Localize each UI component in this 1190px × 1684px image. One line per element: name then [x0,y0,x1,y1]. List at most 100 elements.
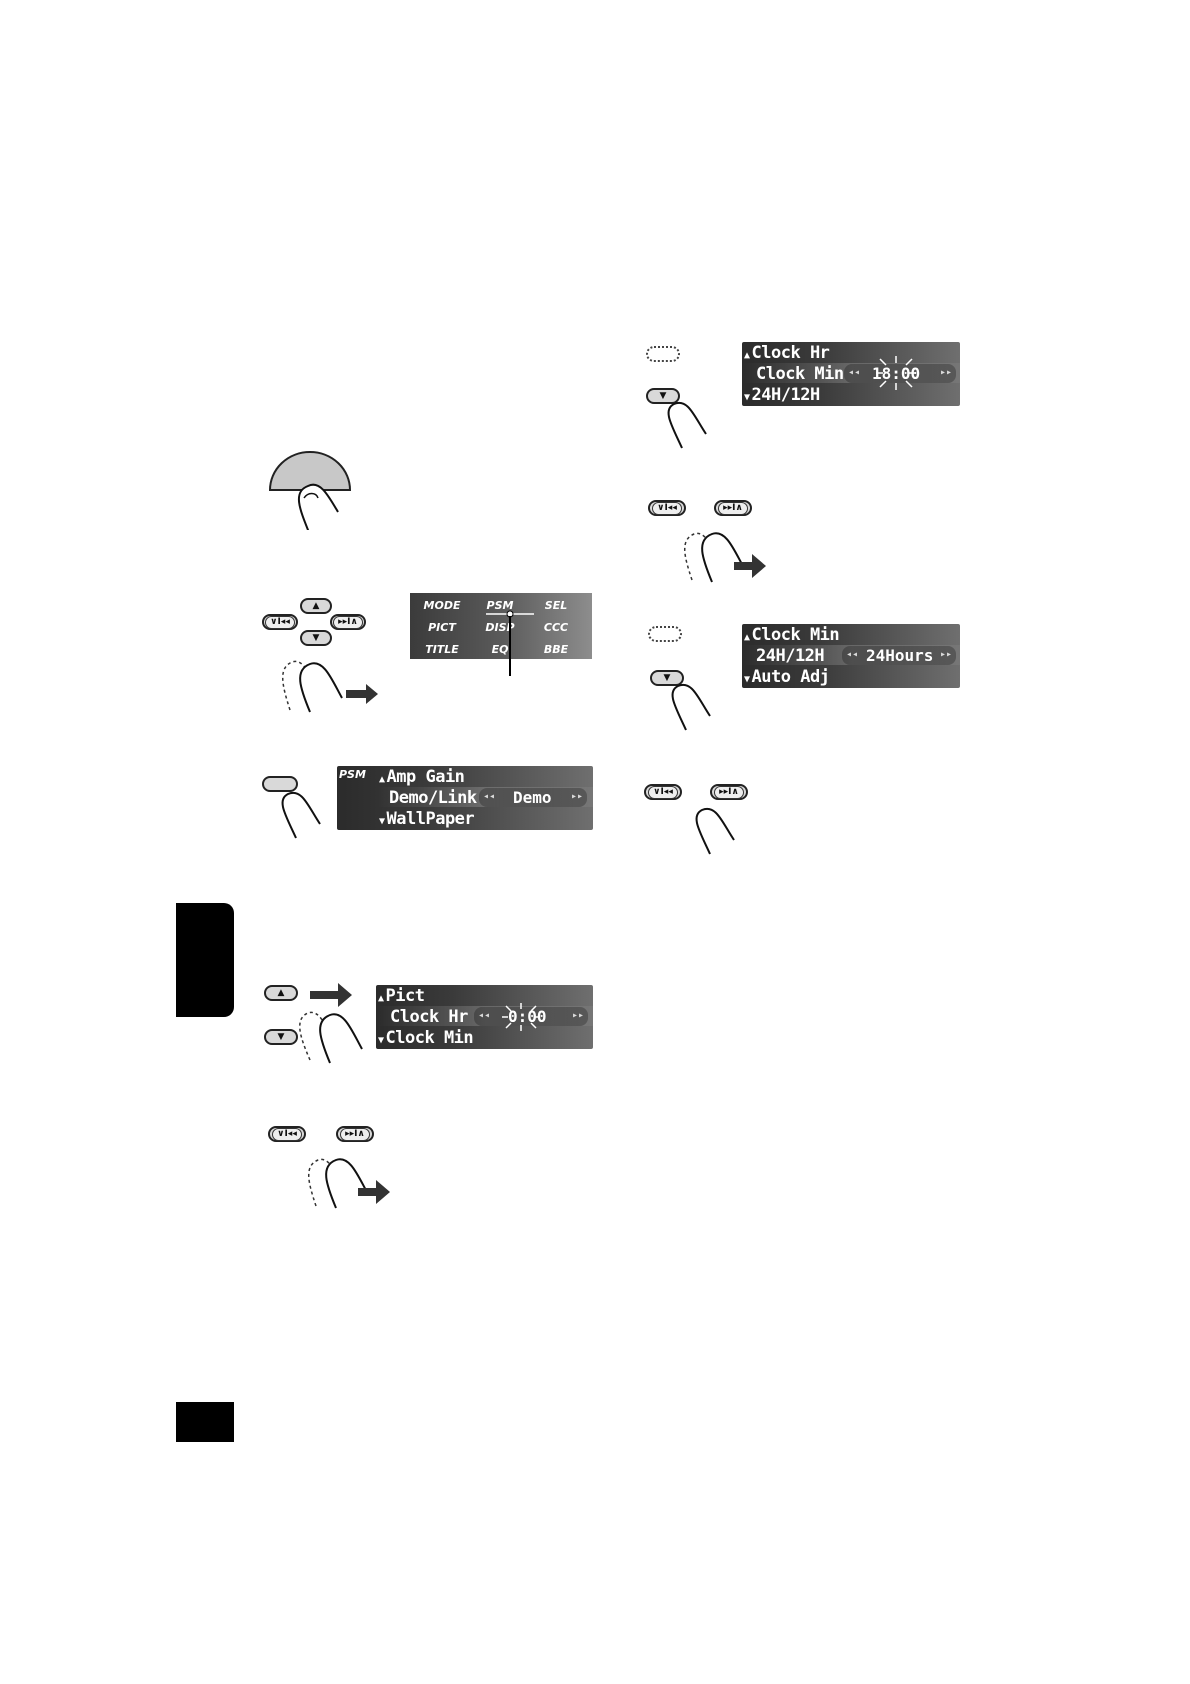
clock-hr-row-top: ▲Pict [378,986,425,1006]
next-button-3[interactable]: ▸▸I∧ [714,500,752,516]
menu-cell-psm: PSM [486,599,514,612]
clock-min-value-box: ◂◂ 18:00 ▸▸ [844,364,956,383]
clock-min-row-top: ▲Clock Hr [744,343,830,363]
hours-row-top: ▲Clock Min [744,625,840,645]
clock-min-display: ▲Clock Hr Clock Min ◂◂ 18:00 ▸▸ ▼24H/12H [742,342,960,406]
prev-button-2[interactable]: ∨I◂◂ [268,1126,306,1142]
finger-swipe-right-icon [282,660,378,713]
down-button[interactable]: ▼ [300,630,332,646]
finger-swipe-right-icon [684,532,766,583]
skip-forward-icon: ▸▸ [939,367,952,378]
prev-icon: ∨I◂◂ [265,615,295,629]
down-button-2[interactable]: ▼ [264,1029,298,1045]
up-arrow-icon: ▲ [277,988,285,998]
menu-cell-title: TITLE [425,643,459,656]
clock-min-row-mid: Clock Min [756,364,844,384]
clock-hr-display: ▲Pict Clock Hr ◂◂ 0:00 ▸▸ ▼Clock Min [376,985,593,1049]
finger-press-icon [281,791,321,839]
clock-hr-row-mid: Clock Hr [390,1007,468,1027]
prev-icon: ∨I◂◂ [272,1127,302,1141]
menu-cell-sel: SEL [544,599,568,612]
down-arrow-icon: ▼ [312,633,320,643]
next-button-4[interactable]: ▸▸I∧ [710,784,748,800]
next-icon: ▸▸I∧ [718,501,748,515]
skip-back-icon: ◂◂ [848,367,861,378]
psm-value: Demo [513,788,552,807]
up-triangle-icon: ▲ [379,774,385,785]
menu-cell-mode: MODE [423,599,461,612]
up-arrow-icon: ▲ [312,601,320,611]
psm-tag: PSM [339,768,366,781]
skip-forward-icon: ▸▸ [570,791,583,802]
skip-forward-icon: ▸▸ [939,649,952,660]
clock-hr-value-box: ◂◂ 0:00 ▸▸ [474,1007,588,1026]
up-button-inactive [646,346,680,362]
down-arrow-icon: ▼ [277,1032,285,1042]
menu-cell-pict: PICT [428,621,456,634]
hours-display: ▲Clock Min 24H/12H ◂◂ 24Hours ▸▸ ▼Auto A… [742,624,960,688]
finger-scroll-icon [299,983,363,1064]
psm-select-button[interactable] [262,776,298,792]
prev-icon: ∨I◂◂ [648,785,678,799]
prev-button-3[interactable]: ∨I◂◂ [648,500,686,516]
menu-cell-disp: DISP [485,621,515,634]
down-arrow-icon: ▼ [663,673,671,683]
up-button[interactable]: ▲ [300,598,332,614]
hours-value: 24Hours [866,646,934,665]
hours-row-bot: ▼Auto Adj [744,667,830,687]
hours-value-box: ◂◂ 24Hours ▸▸ [842,646,956,665]
finger-press-icon [695,807,735,855]
highlight-bar [742,645,960,665]
next-icon: ▸▸I∧ [714,785,744,799]
highlight-bar [377,787,593,807]
next-button[interactable]: ▸▸I∧ [330,614,366,630]
skip-back-icon: ◂◂ [478,1010,491,1021]
up-triangle-icon: ▲ [744,350,750,361]
clock-hr-row-bot: ▼Clock Min [378,1028,474,1048]
down-button-3[interactable]: ▼ [646,388,680,404]
up-button-inactive-2 [648,626,682,642]
skip-back-icon: ◂◂ [846,649,859,660]
skip-back-icon: ◂◂ [483,791,496,802]
clock-min-value: 18:00 [872,364,921,383]
psm-value-box: ◂◂ Demo ▸▸ [479,788,587,807]
down-triangle-icon: ▼ [379,816,385,827]
highlight-bar [742,363,960,383]
prev-button[interactable]: ∨I◂◂ [262,614,298,630]
blink-burst-icon [876,356,916,390]
prev-icon: ∨I◂◂ [652,501,682,515]
hours-row-mid: 24H/12H [756,646,825,666]
page-number-box [176,1402,234,1442]
cursor-pointer-line [486,610,534,676]
down-triangle-icon: ▼ [744,392,750,403]
down-button-4[interactable]: ▼ [650,670,684,686]
side-section-tab [176,903,234,1017]
next-icon: ▸▸I∧ [340,1127,370,1141]
down-triangle-icon: ▼ [744,674,750,685]
psm-row-top: ▲Amp Gain [379,767,465,787]
up-button-2[interactable]: ▲ [264,985,298,1001]
psm-row-bot: ▼WallPaper [379,809,475,829]
down-arrow-icon: ▼ [659,391,667,401]
next-icon: ▸▸I∧ [333,615,363,629]
control-dial-illustration [268,451,352,530]
menu-panel: MODE PSM SEL PICT DISP CCC TITLE EQ BBE [410,593,592,659]
finger-press-icon [671,683,711,731]
next-button-2[interactable]: ▸▸I∧ [336,1126,374,1142]
menu-cell-bbe: BBE [543,643,569,656]
up-triangle-icon: ▲ [744,632,750,643]
skip-forward-icon: ▸▸ [571,1010,584,1021]
clock-hr-value: 0:00 [508,1007,547,1026]
prev-button-4[interactable]: ∨I◂◂ [644,784,682,800]
blink-burst-icon [502,1003,540,1031]
up-triangle-icon: ▲ [378,993,384,1004]
menu-cell-ccc: CCC [543,621,569,634]
clock-min-row-bot: ▼24H/12H [744,385,820,405]
finger-swipe-right-icon [308,1158,390,1209]
finger-press-icon [667,401,707,449]
psm-row-mid: Demo/Link [389,788,477,808]
down-triangle-icon: ▼ [378,1035,384,1046]
menu-cell-eq: EQ [491,643,509,656]
psm-display: PSM ▲Amp Gain Demo/Link ◂◂ Demo ▸▸ ▼Wall… [337,766,593,830]
highlight-bar [376,1006,593,1026]
